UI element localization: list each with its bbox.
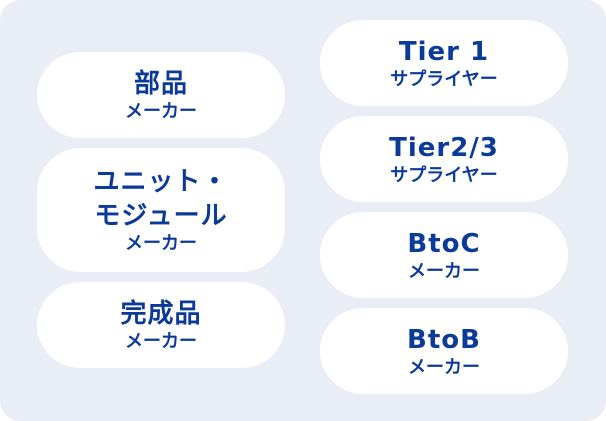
pill-title: Tier2/3	[389, 133, 499, 163]
pill-subtitle: メーカー	[125, 331, 197, 352]
pill-subtitle: メーカー	[125, 101, 197, 122]
pill-title: Tier 1	[398, 37, 490, 67]
pill-subtitle: サプライヤー	[390, 165, 498, 186]
pill-title: 完成品	[120, 299, 202, 329]
pill-subtitle: サプライヤー	[390, 69, 498, 90]
finished-goods-maker-pill: 完成品 メーカー	[37, 282, 285, 368]
btoc-maker-pill: BtoC メーカー	[320, 212, 568, 298]
btob-maker-pill: BtoB メーカー	[320, 308, 568, 394]
tier23-supplier-pill: Tier2/3 サプライヤー	[320, 116, 568, 202]
pill-title-line1: ユニット・	[93, 167, 229, 197]
pill-title: BtoB	[407, 325, 481, 355]
pill-subtitle: メーカー	[408, 261, 480, 282]
tier1-supplier-pill: Tier 1 サプライヤー	[320, 20, 568, 106]
pill-title-line2: モジュール	[94, 201, 228, 231]
parts-maker-pill: 部品 メーカー	[37, 52, 285, 138]
pill-subtitle: メーカー	[125, 233, 197, 254]
unit-module-maker-pill: ユニット・ モジュール メーカー	[37, 148, 285, 272]
pill-title: BtoC	[407, 229, 481, 259]
pill-subtitle: メーカー	[408, 357, 480, 378]
pill-title: 部品	[133, 69, 188, 99]
